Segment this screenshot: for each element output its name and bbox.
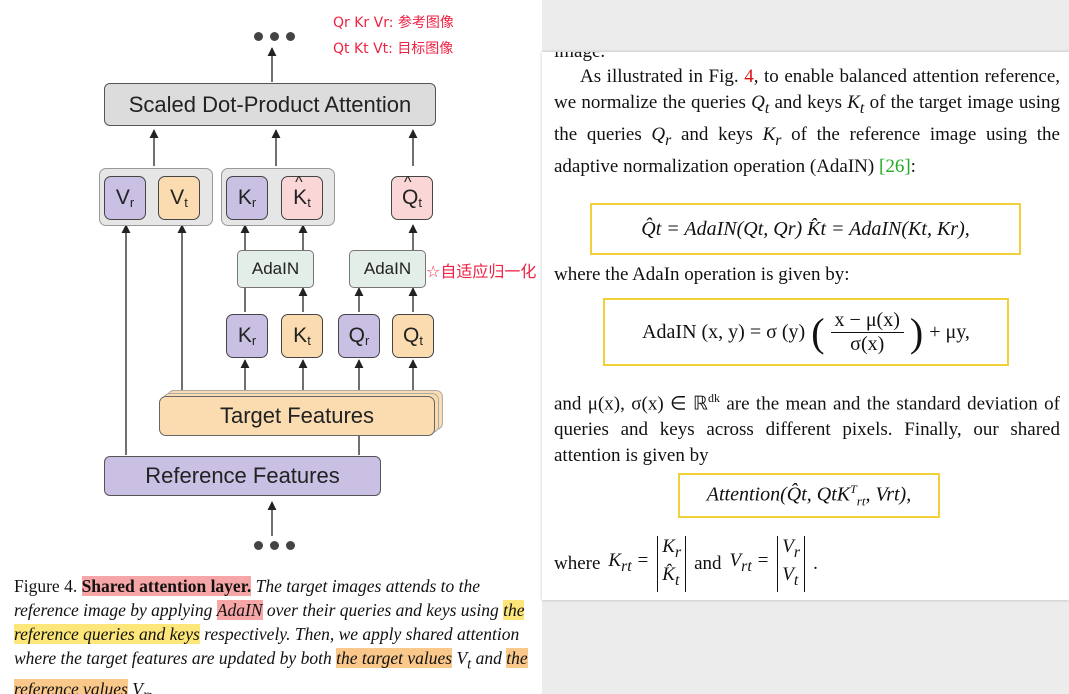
caption-text-1: The target images attends to the referen… (14, 576, 481, 620)
adain-label: AdaIN (251, 259, 300, 278)
reference-features-label: Reference Features (145, 463, 340, 488)
caption-vr: Vr. (132, 678, 153, 694)
handwritten-note-side: ☆自适应归一化 (426, 262, 537, 281)
bottom-ellipsis (254, 541, 295, 550)
text-page: image. As illustrated in Fig. 4, to enab… (542, 52, 1069, 600)
equation-attention: Attention(Q̂t, QtKTrt, Vrt), (678, 473, 940, 518)
target-features-block: Target Features (159, 396, 435, 436)
caption-text-2: over their queries and keys using (266, 600, 499, 620)
caption-title: Shared attention layer. (81, 576, 252, 596)
token-kt-hat: Kt (281, 171, 328, 220)
paragraph-3: and μ(x), σ(x) ∈ ℝdk are the mean and th… (554, 391, 1061, 467)
caption-text-3: respectively. Then, we apply shared atte… (14, 624, 520, 668)
target-features-label: Target Features (219, 403, 375, 428)
cut-top-line: image. (554, 52, 1060, 65)
caption-and: and (475, 648, 502, 668)
caption-target-values: the target values (336, 648, 453, 668)
handwritten-note-1: Qr Kr Vr: 参考图像 (333, 15, 454, 31)
adain-block-keys: AdaIN (237, 250, 314, 288)
attention-block: Scaled Dot-Product Attention (104, 83, 436, 126)
caption-adain: AdaIN (216, 600, 263, 620)
handwritten-note-2: Qt Kt Vt: 目标图像 (333, 41, 454, 57)
adain-label: AdaIN (363, 259, 412, 278)
equation-adain-def: AdaIN (x, y) = σ (y) ( x − μ(x) σ(x) ) +… (603, 298, 1009, 366)
figure-page: Qr Kr Vr: 参考图像 Qt Kt Vt: 目标图像 ☆自适应归一化 (0, 0, 542, 694)
token-qt-hat: Qt (391, 171, 438, 220)
paragraph-2: where the AdaIn operation is given by: (554, 264, 850, 285)
figure-caption: Figure 4. Shared attention layer. The ta… (14, 574, 532, 694)
figure-arrows (121, 47, 418, 536)
caption-vt: Vt (456, 648, 472, 673)
attention-label: Scaled Dot-Product Attention (128, 91, 412, 117)
caption-prefix: Figure 4. (14, 576, 78, 596)
paragraph-1: As illustrated in Fig. 4, to enable bala… (554, 66, 1061, 177)
reference-features-block: Reference Features (104, 456, 381, 496)
top-ellipsis (254, 32, 295, 41)
equation-adain-norm: Q̂t = AdaIN(Qt, Qr) K̂t = AdaIN(Kt, Kr), (590, 203, 1021, 255)
adain-block-queries: AdaIN (349, 250, 426, 288)
